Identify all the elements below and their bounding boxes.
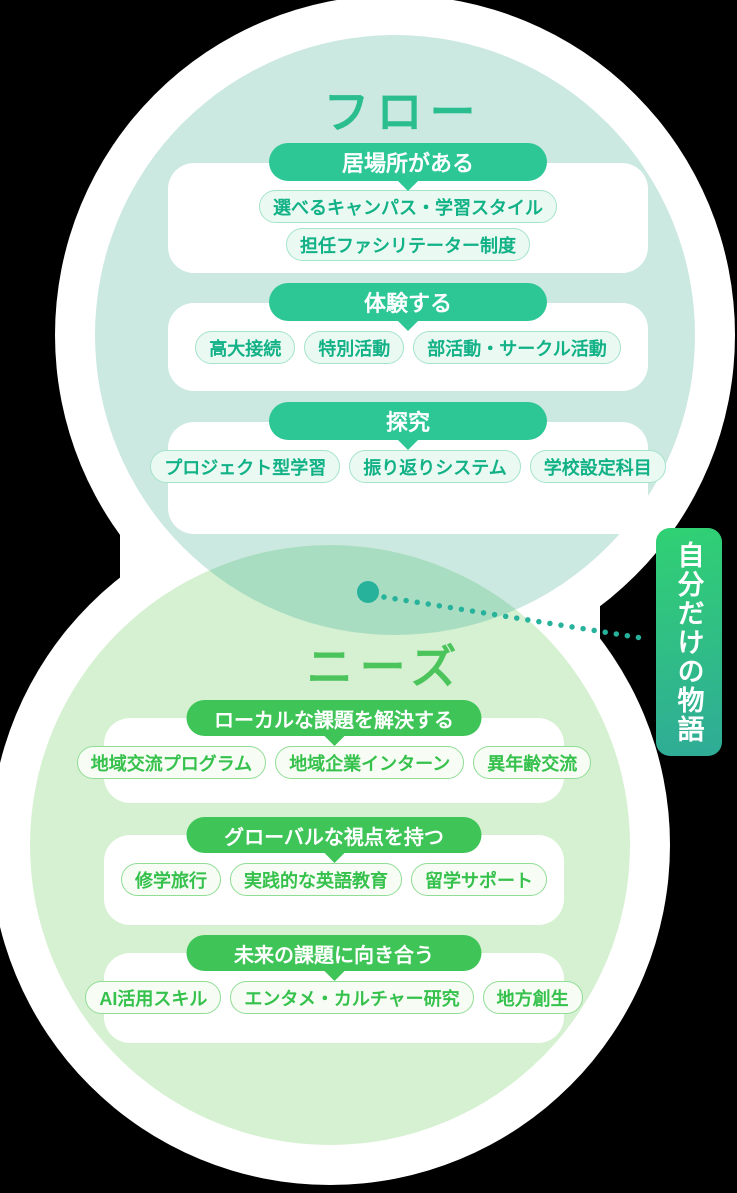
needs-title: ニーズ: [306, 641, 464, 693]
tag-chip: プロジェクト型学習: [150, 450, 341, 483]
needs-section-header-global: グローバルな視点を持つ: [186, 817, 482, 853]
needs-section-header-local: ローカルな課題を解決する: [186, 700, 482, 736]
tag-chip: 高大接続: [195, 331, 296, 364]
tag-group: 選べるキャンパス・学習スタイル 担任ファシリテーター制度: [259, 163, 557, 261]
tag-group: 地域交流プログラム 地域企業インターン 異年齢交流: [76, 718, 592, 779]
tag-chip: 修学旅行: [121, 863, 221, 896]
story-callout: 自分だけの物語: [656, 528, 722, 756]
tag-chip: 振り返りシステム: [349, 450, 521, 483]
tag-group: AI活用スキル エンタメ・カルチャー研究 地方創生: [85, 953, 583, 1014]
flow-section-taiken: 高大接続 特別活動 部活動・サークル活動 体験する: [168, 283, 648, 391]
needs-section-header-future: 未来の課題に向き合う: [186, 935, 482, 971]
dotted-leader-line: [381, 594, 651, 642]
connector-dot-icon: [357, 581, 379, 603]
flow-card-ibasho: 選べるキャンパス・学習スタイル 担任ファシリテーター制度: [168, 163, 648, 273]
tag-chip: AI活用スキル: [85, 981, 222, 1014]
flow-title: フロー: [323, 86, 483, 138]
tag-group: 高大接続 特別活動 部活動・サークル活動: [195, 303, 621, 364]
flow-section-header-ibasho: 居場所がある: [269, 143, 547, 181]
tag-chip: 部活動・サークル活動: [413, 331, 621, 364]
needs-card-global: 修学旅行 実践的な英語教育 留学サポート: [104, 835, 564, 925]
tag-chip: 選べるキャンパス・学習スタイル: [259, 190, 557, 223]
flow-section-header-tankyu: 探究: [269, 402, 547, 440]
tag-chip: 特別活動: [304, 331, 405, 364]
tag-chip: 実践的な英語教育: [230, 863, 402, 896]
needs-card-future: AI活用スキル エンタメ・カルチャー研究 地方創生: [85, 953, 583, 1043]
tag-group: 修学旅行 実践的な英語教育 留学サポート: [121, 835, 547, 896]
tag-chip: エンタメ・カルチャー研究: [230, 981, 474, 1014]
needs-section-global: 修学旅行 実践的な英語教育 留学サポート グローバルな視点を持つ: [104, 817, 564, 925]
needs-section-local: 地域交流プログラム 地域企業インターン 異年齢交流 ローカルな課題を解決する: [76, 700, 592, 803]
tag-chip: 異年齢交流: [473, 746, 592, 779]
tag-chip: 担任ファシリテーター制度: [286, 228, 530, 261]
tag-chip: 地方創生: [482, 981, 583, 1014]
flow-section-header-taiken: 体験する: [269, 283, 547, 321]
flow-section-ibasho: 選べるキャンパス・学習スタイル 担任ファシリテーター制度 居場所がある: [168, 143, 648, 273]
tag-chip: 学校設定科目: [529, 450, 666, 483]
tag-chip: 地域企業インターン: [275, 746, 465, 779]
tag-chip: 地域交流プログラム: [76, 746, 267, 779]
tag-group: プロジェクト型学習 振り返りシステム 学校設定科目: [150, 422, 666, 483]
needs-section-future: AI活用スキル エンタメ・カルチャー研究 地方創生 未来の課題に向き合う: [85, 935, 583, 1043]
tag-chip: 留学サポート: [411, 863, 547, 896]
flow-section-tankyu: プロジェクト型学習 振り返りシステム 学校設定科目 探究: [150, 402, 666, 534]
